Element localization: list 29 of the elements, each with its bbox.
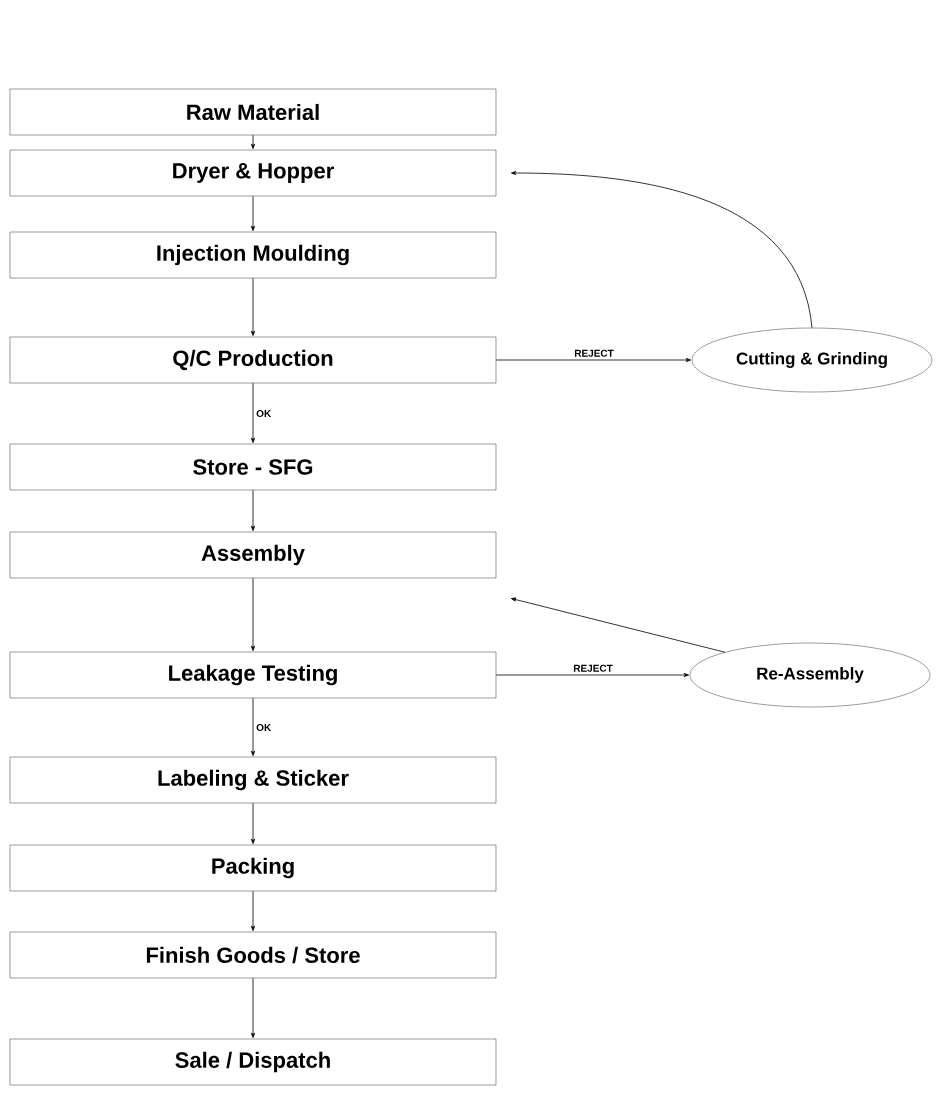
process-box: Q/C Production [9, 336, 497, 384]
arrow [495, 673, 689, 677]
process-box: Sale / Dispatch [9, 1038, 497, 1086]
arrow [511, 171, 813, 329]
process-box: Finish Goods / Store [9, 931, 497, 979]
arrow [251, 697, 255, 756]
process-box: Labeling & Sticker [9, 756, 497, 804]
arrow [251, 489, 255, 531]
arrow [251, 977, 255, 1038]
arrow [251, 277, 255, 336]
edge-label: REJECT [573, 348, 615, 358]
arrow [251, 195, 255, 231]
process-box: Leakage Testing [9, 651, 497, 699]
arrow [251, 802, 255, 844]
arrow [510, 597, 726, 653]
edge-label: OK [255, 722, 273, 733]
process-box: Dryer & Hopper [9, 149, 497, 197]
process-box: Injection Moulding [9, 231, 497, 279]
process-box: Store - SFG [9, 443, 497, 491]
process-box: Assembly [9, 531, 497, 579]
arrow [251, 577, 255, 651]
process-box: Packing [9, 844, 497, 892]
edge-label: OK [255, 408, 273, 419]
arrow [251, 890, 255, 931]
edge-label: REJECT [572, 663, 614, 673]
process-box: Raw Material [9, 88, 497, 136]
arrow [251, 134, 255, 149]
arrow [495, 358, 691, 362]
arrow [251, 382, 255, 443]
